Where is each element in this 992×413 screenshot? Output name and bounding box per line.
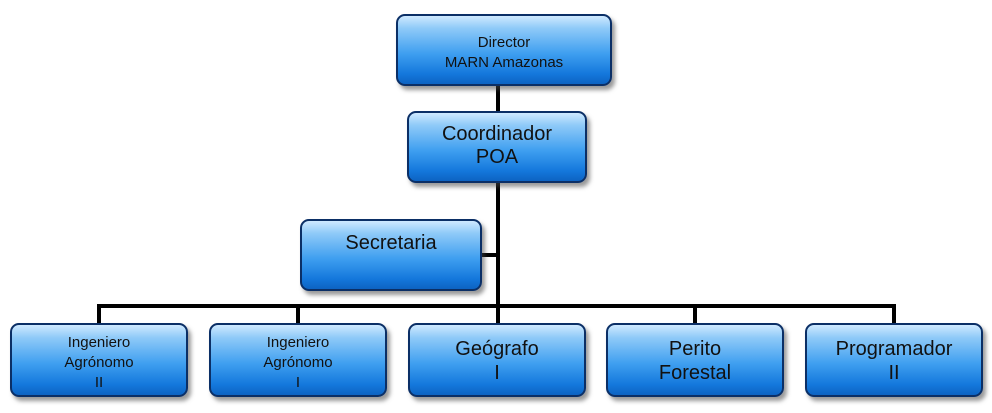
node-ingeniero-agronomo-i: Ingeniero Agrónomo I	[209, 323, 387, 397]
node-label-line: I	[494, 362, 500, 384]
node-label-line: Director	[477, 34, 531, 51]
node-label: Perito Forestal	[608, 337, 782, 385]
node-perito-forestal: Perito Forestal	[606, 323, 784, 397]
node-label: Ingeniero Agrónomo II	[12, 333, 186, 393]
node-label-line: Ingeniero	[67, 334, 131, 351]
node-label-line: Programador	[835, 338, 953, 360]
node-coordinador: Coordinador POA	[407, 111, 587, 183]
node-ingeniero-agronomo-ii: Ingeniero Agrónomo II	[10, 323, 188, 397]
node-label-line: MARN Amazonas	[444, 54, 564, 71]
node-label: Ingeniero Agrónomo I	[211, 333, 385, 393]
node-label: Geógrafo I	[410, 337, 584, 385]
node-label-line: Perito	[668, 338, 722, 360]
node-label-line: II	[888, 362, 900, 384]
node-label: Director MARN Amazonas	[398, 33, 610, 73]
node-label-line: Agrónomo	[64, 354, 134, 371]
node-label: Programador II	[807, 337, 981, 385]
node-label-line: I	[295, 374, 301, 391]
node-label-line: Forestal	[658, 362, 732, 384]
node-director: Director MARN Amazonas	[396, 14, 612, 86]
node-label-line: Coordinador	[441, 123, 553, 145]
node-secretaria: Secretaria	[300, 219, 482, 291]
node-label-line: Agrónomo	[263, 354, 333, 371]
node-label: Coordinador POA	[409, 123, 585, 169]
node-programador-ii: Programador II	[805, 323, 983, 397]
node-label-line: II	[94, 374, 104, 391]
node-label-line: POA	[475, 146, 519, 168]
node-label-line: Secretaria	[345, 232, 437, 254]
node-label-line: Geógrafo	[455, 338, 539, 360]
node-label: Secretaria	[302, 232, 480, 255]
node-geografo-i: Geógrafo I	[408, 323, 586, 397]
node-label-line: Ingeniero	[266, 334, 330, 351]
